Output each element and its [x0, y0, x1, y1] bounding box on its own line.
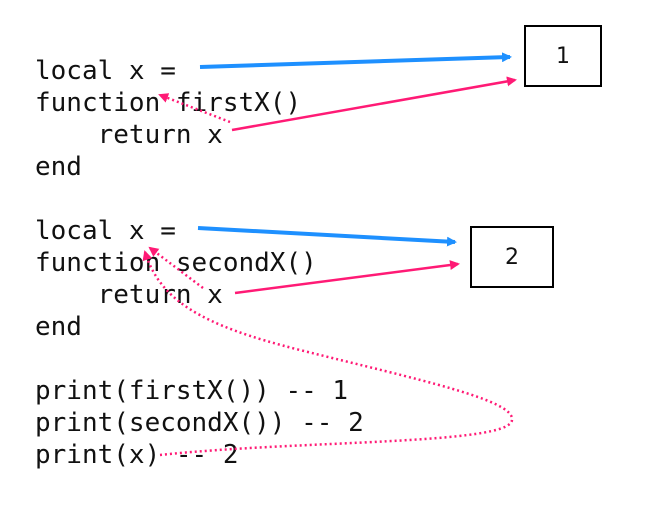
code-line-return-x-2: return x — [35, 280, 223, 310]
code-line-function-secondx: function secondX() — [35, 248, 317, 278]
code-line-print-secondx: print(secondX()) -- 2 — [35, 408, 364, 438]
code-line-return-x-1: return x — [35, 120, 223, 150]
reference-arrow-2 — [234, 260, 460, 295]
code-line-print-firstx: print(firstX()) -- 1 — [35, 376, 349, 406]
code-line-end-1: end — [35, 152, 82, 182]
assignment-arrow-2 — [197, 226, 457, 247]
assignment-arrow-1 — [199, 52, 512, 69]
scope-arrow-dotted-1 — [158, 93, 231, 124]
code-line-print-x: print(x) -- 2 — [35, 440, 239, 470]
scope-arrow-dotted-2 — [148, 246, 204, 289]
value-box-1: 1 — [524, 25, 602, 87]
value-box-1-label: 1 — [556, 43, 570, 69]
code-line-local-x-2: local x = — [35, 216, 176, 246]
reference-arrow-1 — [231, 76, 517, 132]
value-box-2-label: 2 — [505, 244, 519, 270]
code-line-end-2: end — [35, 312, 82, 342]
value-box-2: 2 — [470, 226, 554, 288]
scope-arrow-dotted-print-x — [142, 250, 514, 457]
code-line-function-firstx: function firstX() — [35, 88, 302, 118]
code-line-local-x-1: local x = — [35, 56, 176, 86]
